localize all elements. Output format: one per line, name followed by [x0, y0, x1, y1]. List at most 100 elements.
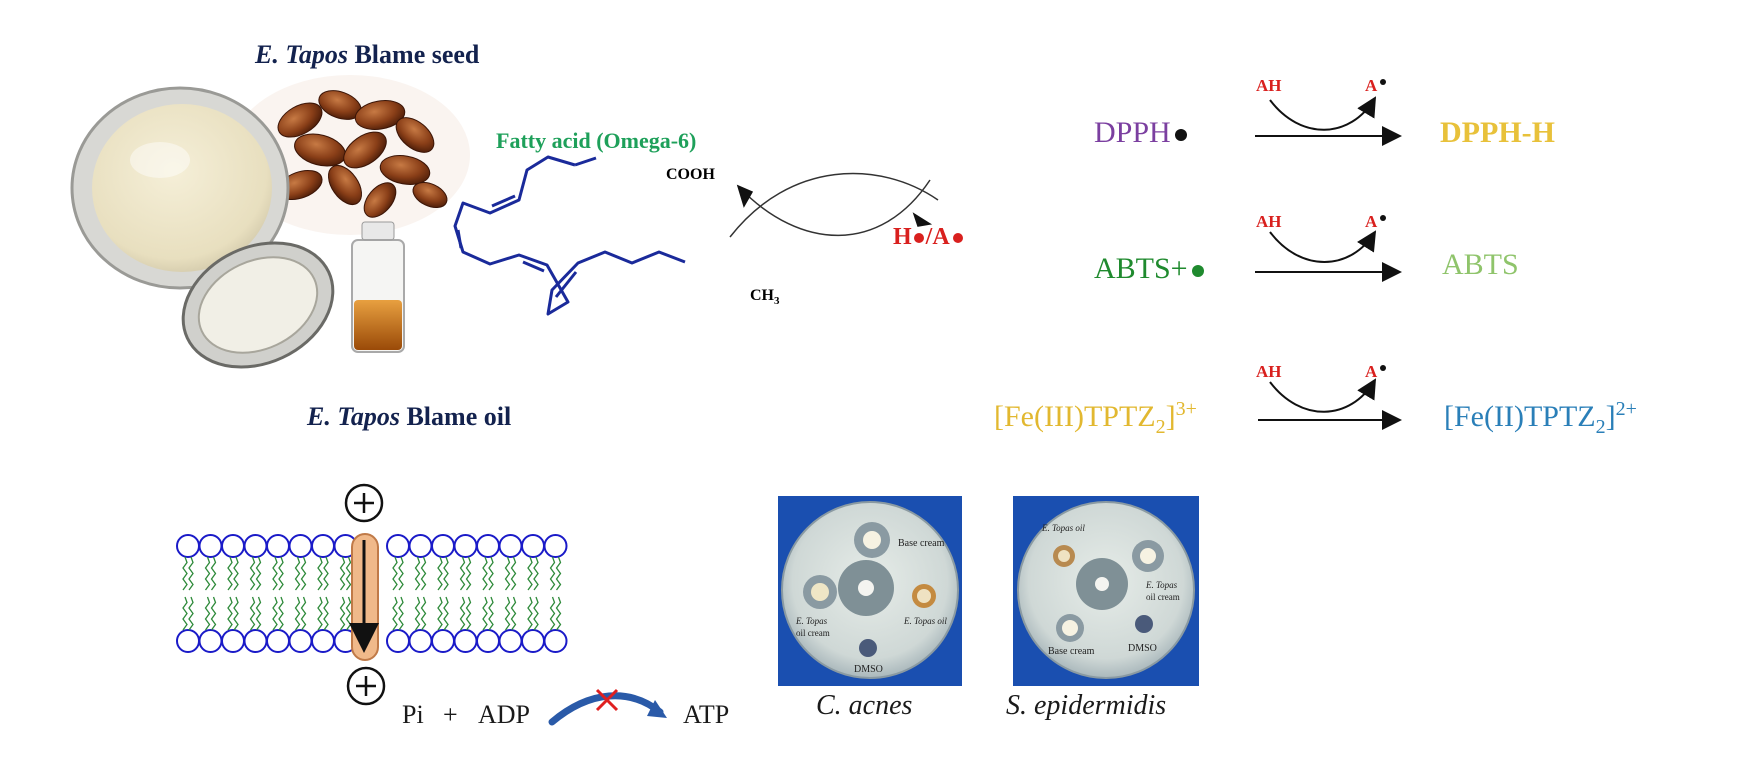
lipid-head: [431, 534, 455, 558]
lipid-tail: [300, 596, 307, 631]
lipid-head: [288, 629, 313, 653]
lipid-tail: [272, 556, 278, 591]
lipid-head: [311, 534, 335, 558]
lipid-head: [266, 534, 290, 558]
plus-circle-top-icon: [344, 483, 384, 523]
lipid-head: [221, 629, 245, 653]
lipid-tail: [188, 596, 194, 631]
caption-s-epidermidis: S. epidermidis: [1006, 690, 1167, 721]
a-radical-label-1: A: [1365, 76, 1387, 96]
lipid-tail: [420, 556, 427, 591]
lipid-tail: [210, 556, 217, 591]
lipid-head: [476, 629, 500, 653]
lipid-tail: [392, 556, 398, 591]
lipid-tail: [188, 556, 194, 591]
lipid-tail: [339, 556, 346, 591]
lipid-tail: [527, 596, 533, 631]
plate1-label-oil-cream: oil cream: [796, 628, 830, 638]
lipid-head: [543, 534, 568, 558]
membrane-bilayer: [176, 534, 568, 653]
lipid-head: [176, 629, 200, 653]
lipid-head: [498, 629, 523, 653]
lipid-tail: [504, 596, 511, 631]
plus-circle-bottom-icon: [346, 666, 386, 706]
lipid-tail: [339, 596, 346, 631]
lipid-tail: [345, 596, 352, 631]
plate2-label-etopas-oil: E. Topas oil: [1042, 523, 1085, 533]
plate1-label-etopas-oil: E. Topas oil: [904, 616, 947, 626]
lipid-tail: [482, 596, 488, 631]
dpph-h-product: DPPH-H: [1440, 116, 1555, 149]
plate2-label-base-cream: Base cream: [1048, 646, 1095, 657]
atp-blocked-arrow: [548, 688, 667, 726]
lipid-tail: [398, 556, 404, 591]
lipid-tail: [414, 556, 421, 591]
lipid-head: [498, 534, 523, 558]
lipid-tail: [459, 596, 466, 631]
lipid-tail: [182, 596, 188, 631]
cooh-label: COOH: [666, 166, 715, 183]
abts-plus-reactant: ABTS+: [1094, 252, 1204, 286]
lipid-tail: [437, 556, 443, 591]
oil-vial-photo: [351, 221, 405, 353]
lipid-tail: [465, 596, 472, 631]
lipid-tail: [233, 556, 239, 591]
lipid-head: [453, 629, 478, 653]
ion-channel: [349, 533, 379, 661]
seed-title: E. Tapos Blame seed: [255, 40, 480, 69]
petri-plate-s-epidermidis: [1013, 496, 1199, 686]
lipid-tail: [465, 556, 472, 591]
lipid-tail: [527, 556, 533, 591]
lipid-tail: [249, 596, 256, 631]
lipid-head: [408, 534, 433, 558]
lipid-head: [198, 534, 223, 558]
lipid-head: [221, 534, 245, 558]
adp-label: ADP: [478, 700, 531, 729]
lipid-tail: [182, 556, 188, 591]
lipid-tail: [488, 596, 494, 631]
lipid-tail: [294, 556, 301, 591]
lipid-tail: [510, 556, 517, 591]
fatty-acid-label: Fatty acid (Omega-6): [496, 128, 697, 153]
lipid-tail: [227, 556, 233, 591]
lipid-tail: [549, 596, 556, 631]
lipid-tail: [398, 596, 404, 631]
lipid-head: [243, 629, 268, 653]
lipid-head: [521, 534, 545, 558]
lipid-tail: [482, 556, 488, 591]
a-radical-label-2: A: [1365, 212, 1387, 232]
plate1-label-dmso: DMSO: [854, 664, 883, 675]
lipid-tail: [300, 556, 307, 591]
plate1-label-etopas: E. Topas: [796, 616, 828, 626]
a-radical-label-3: A: [1365, 362, 1387, 382]
lipid-head: [408, 629, 433, 653]
plate2-label-oil-cream: oil cream: [1146, 592, 1180, 602]
lipid-tail: [533, 596, 539, 631]
lipid-head: [266, 629, 290, 653]
lipid-tail: [204, 556, 211, 591]
plate2-label-dmso: DMSO: [1128, 643, 1157, 654]
lipid-tail: [437, 596, 443, 631]
lipid-tail: [414, 596, 421, 631]
lipid-tail: [533, 556, 539, 591]
abts-product: ABTS: [1442, 248, 1519, 281]
lipid-tail: [233, 596, 239, 631]
lipid-tail: [278, 556, 284, 591]
lipid-tail: [555, 596, 562, 631]
lipid-head: [243, 534, 268, 558]
lipid-tail: [323, 596, 329, 631]
lipid-head: [311, 629, 335, 653]
pi-label: Pi: [402, 700, 424, 729]
lipid-head: [176, 534, 200, 558]
plate2-label-etopas: E. Topas: [1146, 580, 1178, 590]
lipid-head: [288, 534, 313, 558]
fe3-reactant: [Fe(III)TPTZ2]3+: [994, 398, 1197, 438]
exchange-arrows: [729, 172, 939, 238]
ch3-label: CH3: [750, 287, 780, 308]
lipid-head: [476, 534, 500, 558]
lipid-tail: [210, 596, 217, 631]
lipid-tail: [420, 596, 427, 631]
lipid-tail: [249, 556, 256, 591]
ah-label-3: AH: [1256, 362, 1282, 381]
lipid-head: [386, 629, 410, 653]
